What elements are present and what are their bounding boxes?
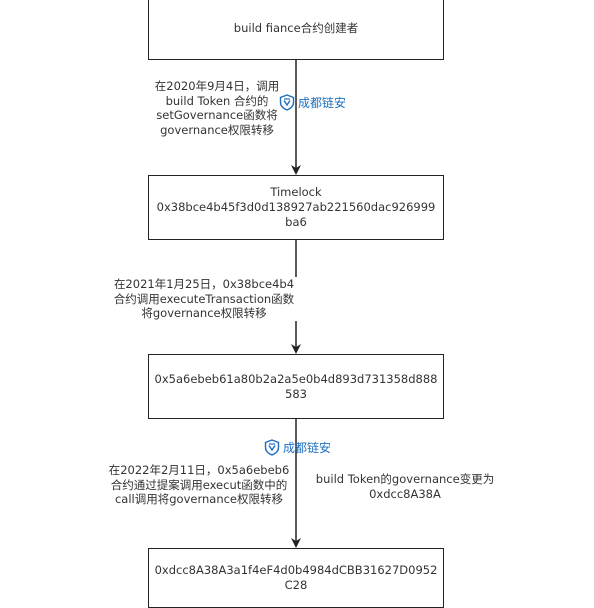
watermark-text: 成都链安: [298, 96, 347, 110]
node-contract-5a6: 0x5a6ebeb61a80b2a2a5e0b4d893d731358d888 …: [148, 354, 444, 419]
watermark-chengdu-lianan: 成都链安: [279, 94, 346, 111]
governance-change-annotation: build Token的governance变更为 0xdcc8A38A: [308, 472, 502, 501]
node-timelock: Timelock 0x38bce4b45f3d0d138927ab221560d…: [148, 175, 444, 240]
edge-label-creator-to-timelock: 在2020年9月4日，调用 build Token 合约的 setGoverna…: [146, 79, 288, 137]
edge-label-5a6-to-dcc: 在2022年2月11日，0x5a6ebeb6 合约通过提案调用execut函数中…: [104, 463, 294, 507]
node-creator: build fiance合约创建者: [148, 0, 444, 60]
node-contract-dcc: 0xdcc8A38A3a1f4eF4d0b4984dCBB31627D0952 …: [148, 548, 444, 608]
shield-logo-icon: [279, 94, 295, 111]
watermark-chengdu-lianan: 成都链安: [264, 439, 331, 456]
watermark-text: 成都链安: [283, 441, 332, 455]
edge-label-timelock-to-5a6: 在2021年1月25日，0x38bce4b4 合约调用executeTransa…: [106, 277, 302, 321]
shield-logo-icon: [264, 439, 280, 456]
